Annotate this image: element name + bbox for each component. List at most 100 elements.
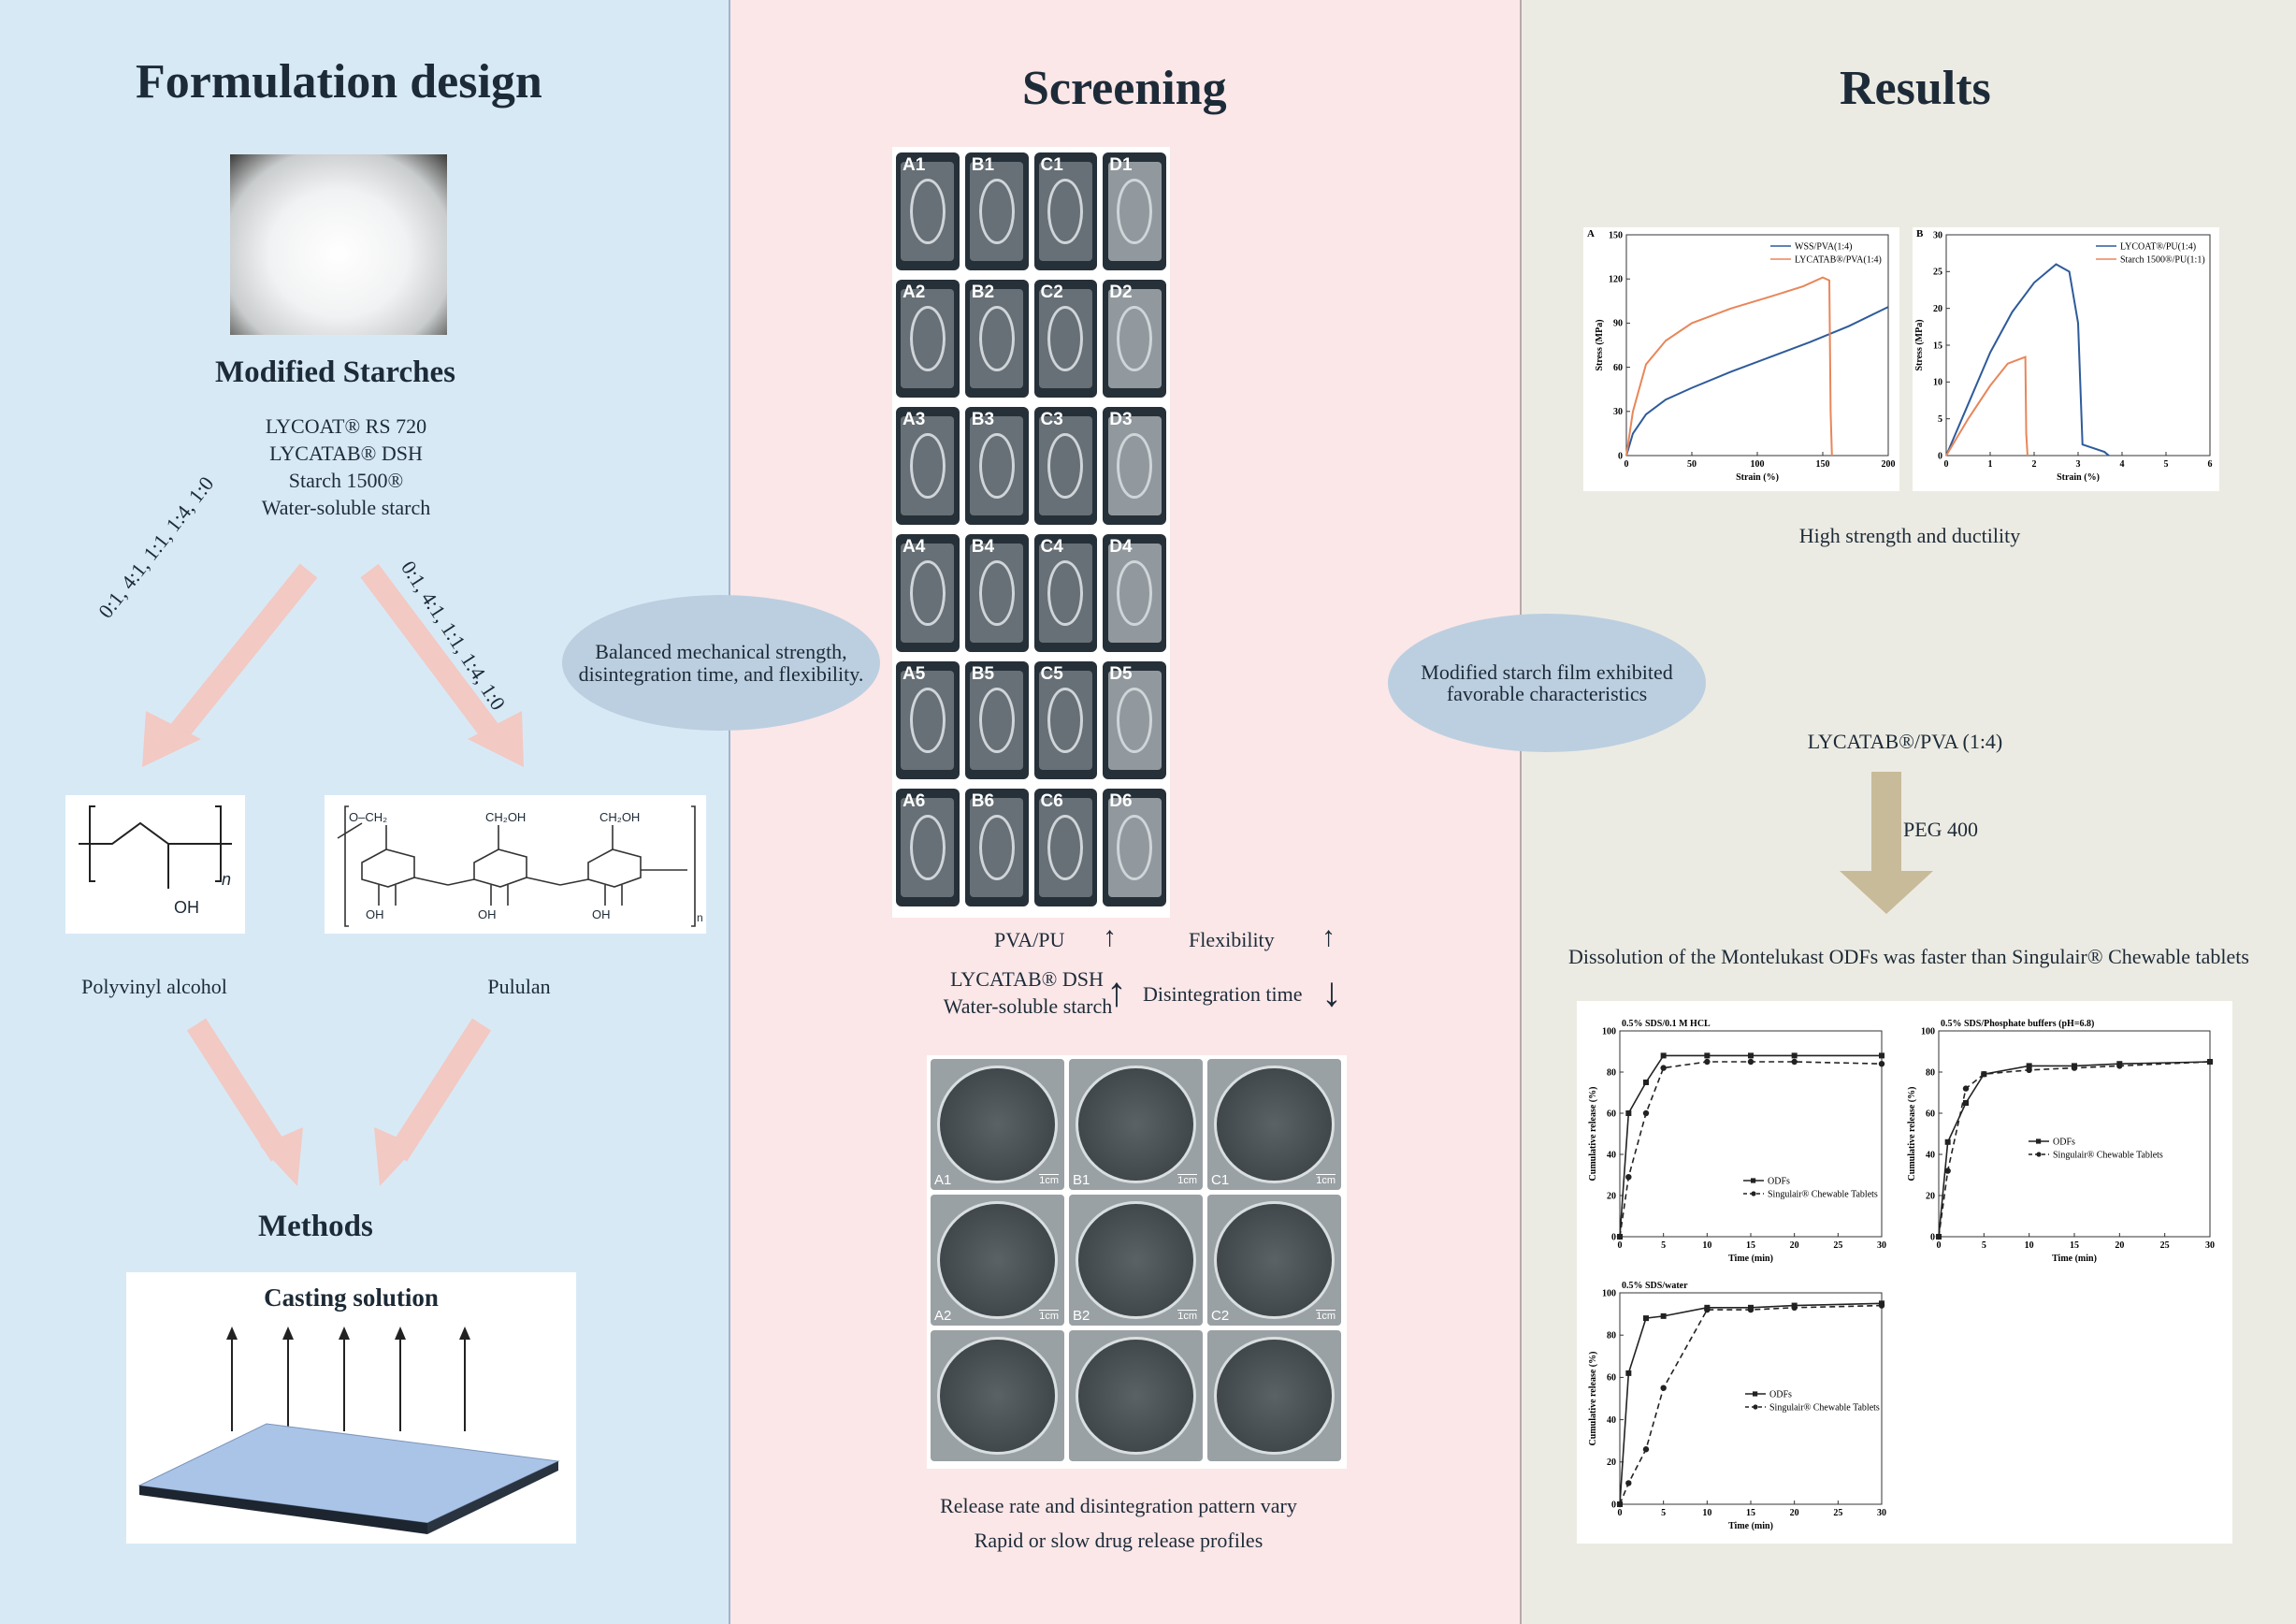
formulation-title: Formulation design [136,55,542,109]
pva-structure-svg [79,805,232,889]
data-point [1660,1385,1667,1391]
y-tick-label: 30 [1933,230,1942,240]
film-sample-d3: D3 [1103,407,1166,525]
data-point [1962,1085,1970,1092]
y-tick-label: 40 [1607,1150,1616,1160]
x-tick-label: 5 [1982,1240,1986,1251]
panel-label: A [1587,228,1595,239]
legend-label: Singulair® Chewable Tablets [1768,1189,1878,1199]
petri-dish [1076,1337,1196,1455]
y-axis-label: Stress (MPa) [1914,319,1925,370]
x-tick-label: 0 [1618,1508,1623,1518]
data-point [1704,1052,1711,1059]
y-tick-label: 80 [1607,1331,1616,1341]
x-tick-label: 25 [1833,1240,1842,1251]
series-line [1625,306,1889,457]
x-tick-label: 0 [1618,1240,1623,1251]
film-sample-label: C3 [1040,410,1063,429]
scale-bar-label: 1cm [1177,1174,1197,1186]
casting-solution-box: Casting solution [126,1272,576,1544]
x-tick-label: 2 [2032,459,2037,470]
pululan-ch2-label: O–CH₂ [349,810,388,824]
y-tick-label: 20 [1607,1191,1616,1201]
film-sample-label: A2 [903,283,926,302]
legend-label: Singulair® Chewable Tablets [2053,1150,2163,1160]
petri-dish [1076,1066,1196,1183]
data-point [1616,1233,1624,1240]
pululan-oh-label: OH [366,907,384,921]
petri-dish [937,1337,1058,1455]
casting-solution-label: Casting solution [264,1283,439,1312]
film-sample-label: A5 [903,664,926,684]
trend-water-soluble-starch: Water-soluble starch [943,994,1113,1018]
x-tick-label: 5 [2164,459,2169,470]
legend-marker [1751,1178,1756,1183]
series-line [1938,1061,2211,1238]
x-tick-label: 10 [1702,1508,1711,1518]
petri-dish-outline [978,178,1015,245]
petri-dish-outline [1117,814,1153,881]
film-sample-d2: D2 [1103,280,1166,398]
data-point [1944,1167,1951,1174]
trend-disintegration-time: Disintegration time [1143,982,1303,1006]
arrows-left-panel [142,563,524,1186]
screening-title: Screening [1022,62,1227,115]
film-sample-b5: B5 [964,661,1029,779]
data-point [2026,1066,2032,1073]
pva-oh-label: OH [174,898,199,917]
data-point [1625,1110,1632,1116]
film-sample-b4: B4 [964,534,1029,652]
film-plate [137,1423,560,1524]
film-sample-label: C2 [1040,283,1063,302]
petri-dish-outline [1047,178,1084,245]
x-tick-label: 5 [1661,1240,1666,1251]
film-sample-d1: D1 [1103,152,1166,270]
y-tick-label: 0 [1611,1232,1616,1242]
film-sample-d6: D6 [1103,789,1166,906]
series-line [1625,276,1833,457]
pva-n-label: n [222,870,232,889]
scale-bar-label: 1cm [1316,1174,1336,1186]
film-sample-label: B3 [971,410,995,429]
x-tick-label: 4 [2120,459,2125,470]
arrow-head [226,1327,238,1340]
formulation-panel: Formulation design Modified Starches LYC… [0,0,730,1624]
arrow-head [374,1127,417,1186]
film-sample-c3: C3 [1033,407,1098,525]
data-point [1704,1058,1711,1066]
x-tick-label: 100 [1751,459,1765,470]
starch-item: LYCATAB® DSH [269,442,423,465]
photo-label: C1 [1211,1172,1230,1188]
x-axis-label: Strain (%) [1736,472,1779,483]
chart-title: 0.5% SDS/0.1 M HCL [1622,1019,1711,1029]
bubble-favorable: Modified starch film exhibited favorable… [1388,614,1706,752]
petri-dish-outline [1047,432,1084,500]
film-sample-d5: D5 [1103,661,1166,779]
x-tick-label: 20 [2115,1240,2124,1251]
strength-caption: High strength and ductility [1798,524,2021,547]
series-line [1619,1302,1883,1505]
peg-label: PEG 400 [1903,818,1979,841]
data-point [1625,1370,1632,1376]
y-tick-label: 15 [1933,341,1942,351]
y-tick-label: 60 [1607,1373,1616,1384]
petri-dish [937,1066,1058,1183]
x-tick-label: 0 [1944,459,1949,470]
film-sample-label: D4 [1109,537,1133,557]
trend-flexibility: Flexibility [1189,928,1275,951]
film-sample-label: A6 [903,791,926,811]
legend-label: LYCOAT®/PU(1:4) [2120,241,2196,252]
film-sample-label: C4 [1040,537,1063,557]
petri-dish-outline [1047,687,1084,754]
film-sample-label: D5 [1109,664,1133,684]
caption-release-rate: Release rate and disintegration pattern … [940,1494,1297,1517]
film-sample-a6: A6 [896,789,960,906]
legend-label: Starch 1500®/PU(1:1) [2120,254,2205,265]
x-tick-label: 30 [1877,1240,1886,1251]
data-point [1944,1138,1951,1145]
y-tick-label: 100 [1921,1026,1935,1037]
arrow-head [1840,871,1933,914]
